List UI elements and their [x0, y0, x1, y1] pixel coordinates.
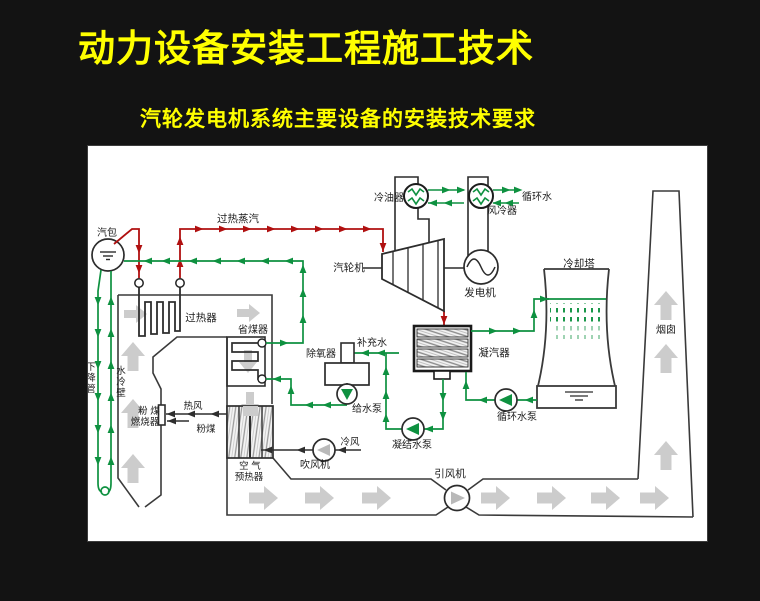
feedwater-pump: [336, 383, 358, 405]
generator-air-cooler: [468, 183, 494, 209]
economizer-label: 省煤器: [238, 323, 268, 336]
induced-draft-fan-label: 引风机: [434, 467, 466, 480]
condenser-to-pump-line: [424, 379, 444, 430]
furnace-left-wall-hopper: [117, 295, 140, 508]
chimney-outline: [637, 190, 694, 518]
circulating-water-pump-label: 循环水泵: [497, 410, 537, 423]
condenser: [412, 324, 473, 380]
water-wall-loop: [100, 486, 110, 496]
economizer-inlet: [257, 374, 267, 384]
circulating-water-label: 循环水: [522, 190, 552, 203]
drum-to-superheater-line: [113, 228, 140, 278]
water-wall-label: 水冷壁: [116, 365, 126, 399]
condenser-hotwell: [433, 370, 451, 380]
superheater-inlet-header: [134, 278, 144, 288]
oil-cooler: [403, 183, 429, 209]
page-subtitle: 汽轮发电机系统主要设备的安装技术要求: [140, 108, 536, 131]
induced-draft-fan: [443, 484, 471, 512]
forced-draft-fan: [312, 438, 336, 462]
forced-draft-fan-label: 吹风机: [300, 458, 330, 471]
makeup-water-label: 补充水: [357, 336, 387, 349]
hot-air-label: 热风: [183, 400, 203, 412]
chimney-label: 烟囱: [656, 323, 676, 336]
page-title: 动力设备安装工程施工技术: [78, 28, 534, 69]
pump-to-deaerator-line: [385, 353, 402, 430]
condensate-pump: [401, 417, 425, 441]
superheater-label: 过热器: [185, 311, 217, 324]
superheater: [134, 278, 185, 337]
coal-burner: [157, 404, 166, 426]
feedwater-pump-label: 给水泵: [352, 402, 382, 415]
air-preheater-label-1: 空 气: [239, 460, 261, 472]
deaerator-label: 除氧器: [306, 347, 336, 360]
spray-droplets-dense: [550, 303, 605, 323]
power-plant-diagram: 引风机 烟囱 过热器: [86, 176, 694, 518]
boiler-top-and-right-wall: [118, 294, 273, 404]
oil-cooler-label: 冷油器: [374, 191, 404, 204]
furnace-right-wall-nose: [144, 336, 227, 508]
steam-turbine-label: 汽轮机: [333, 261, 365, 274]
spray-droplets-faint: [552, 323, 603, 339]
economizer-outlet: [257, 338, 267, 348]
coal-burner-label-2: 燃烧器: [131, 416, 160, 428]
condenser-to-tower-line: [471, 298, 549, 332]
pulverized-coal-label: 粉煤: [196, 423, 216, 435]
economizer: [226, 336, 267, 387]
flue-duct-and-chimney: [226, 190, 694, 518]
air-cooler-label: 风冷器: [487, 204, 517, 217]
cooling-tower-basin: [536, 385, 617, 409]
cold-air-label: 冷风: [340, 436, 360, 448]
steam-turbine: [363, 237, 464, 313]
superheated-steam-label: 过热蒸汽: [217, 212, 259, 225]
deaerator: [324, 342, 370, 386]
cooling-tower: [536, 268, 617, 409]
air-preheater-label-2: 预热器: [235, 471, 264, 483]
diagram-panel: 引风机 烟囱 过热器: [86, 145, 708, 542]
main-steam-line: [179, 228, 384, 278]
duct-outline-top: [272, 457, 638, 491]
circulating-water-pump: [494, 388, 518, 412]
generator: [463, 249, 499, 285]
downcomer-label: 下降管: [88, 362, 96, 395]
downcomer-waterwall-lines: [97, 269, 112, 496]
steam-drum-label: 汽包: [97, 226, 117, 239]
duct-outline-bottom: [226, 458, 694, 518]
steam-drum: [91, 238, 125, 272]
air-preheater: [226, 405, 274, 459]
generator-label: 发电机: [464, 286, 496, 299]
condenser-label: 凝汽器: [478, 346, 510, 359]
superheater-outlet-header: [175, 278, 185, 288]
coal-burner-label-1: 粉 煤: [138, 405, 160, 417]
cooling-tower-label: 冷却塔: [563, 257, 595, 270]
condensate-pump-label: 凝结水泵: [392, 438, 432, 451]
